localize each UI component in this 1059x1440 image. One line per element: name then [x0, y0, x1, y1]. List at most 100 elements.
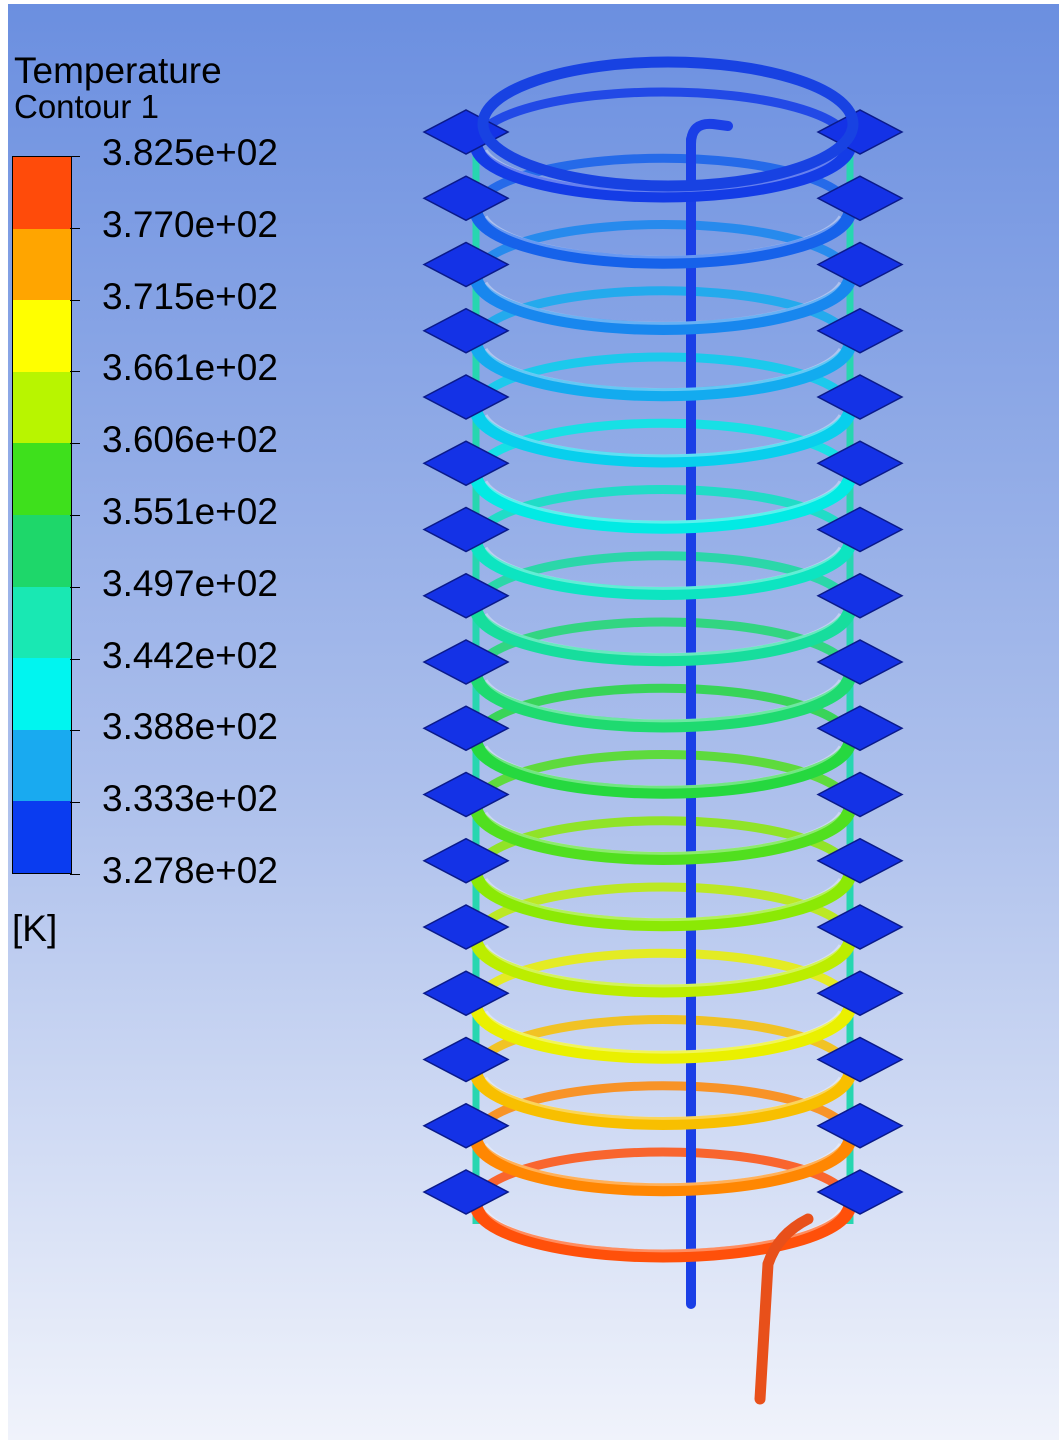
color-band — [13, 371, 71, 444]
left-fin — [422, 241, 510, 288]
legend-tick-label: 3.278e+02 — [102, 850, 278, 891]
legend-tick-label: 3.715e+02 — [102, 275, 278, 317]
central-tube-bend — [686, 118, 733, 149]
left-fin — [422, 175, 510, 222]
left-fin — [422, 639, 510, 685]
coil-highlight — [484, 1143, 842, 1187]
color-band — [13, 443, 71, 516]
coil-back-arc — [471, 683, 855, 745]
coil-front-arc — [469, 468, 857, 534]
color-band — [13, 157, 71, 230]
legend-title: Temperature — [14, 50, 222, 91]
color-band — [13, 801, 71, 874]
outlet-pipe — [754, 1213, 814, 1405]
coil-highlight — [484, 215, 842, 259]
coil-front-arc — [469, 932, 857, 998]
coil-front-arc — [469, 667, 857, 733]
color-band — [13, 515, 71, 588]
coil-back-arc — [471, 882, 855, 944]
legend-tick-label: 3.333e+02 — [102, 778, 278, 820]
coil-highlight — [484, 679, 842, 723]
right-fin — [816, 440, 904, 487]
coil-front-arc — [469, 1197, 857, 1263]
legend-tick-mark — [70, 802, 80, 804]
left-fin — [422, 1102, 510, 1149]
legend-tick-mark — [70, 586, 80, 588]
left-fin — [422, 837, 510, 884]
legend-tick-mark — [70, 371, 80, 373]
legend-tick-label: 3.551e+02 — [102, 491, 278, 532]
coil-highlight — [484, 745, 842, 789]
coil-front-arc — [469, 601, 857, 667]
left-fin — [422, 572, 510, 619]
legend-tick-mark — [70, 874, 80, 875]
coil-model-view — [422, 56, 904, 1405]
legend-tick-mark — [70, 156, 80, 157]
coil-highlight — [484, 281, 842, 325]
right-fin — [816, 506, 904, 553]
right-fin — [816, 639, 904, 685]
left-fin — [422, 705, 510, 752]
legend-tick-label: 3.770e+02 — [102, 203, 278, 245]
coil-front-arc — [469, 800, 857, 865]
right-fin — [816, 1169, 904, 1215]
coil-back-arc — [471, 153, 855, 215]
coil-front-arc — [469, 866, 857, 932]
legend-tick-mark — [70, 443, 80, 445]
legend-tick-label: 3.388e+02 — [102, 706, 278, 748]
coil-highlight — [484, 613, 842, 657]
coil-highlight — [484, 546, 842, 590]
legend-tick-mark — [70, 299, 80, 301]
left-fin — [422, 904, 510, 950]
coil-back-arc — [471, 485, 855, 546]
coil-back-arc — [471, 617, 855, 679]
legend-subtitle: Contour 1 — [14, 88, 159, 125]
coil-front-arc — [469, 203, 857, 269]
left-fin — [422, 1169, 510, 1215]
coil-back-arc — [471, 1147, 855, 1209]
coil-front-arc — [469, 1065, 857, 1130]
top-ring — [477, 56, 859, 192]
legend-tick-label: 3.606e+02 — [102, 419, 278, 461]
color-band — [13, 228, 71, 301]
left-fin — [422, 506, 510, 553]
coil-front-arc — [469, 336, 857, 402]
legend-tick-mark — [70, 515, 80, 516]
coil-highlight — [484, 348, 842, 392]
legend-tick-mark — [70, 658, 80, 660]
left-fin — [422, 374, 510, 420]
coil-front-arc — [469, 402, 857, 468]
right-fin — [816, 175, 904, 222]
legend-tick-label: 3.442e+02 — [102, 634, 278, 676]
left-fin — [422, 1036, 510, 1083]
coil-highlight — [484, 944, 842, 988]
coil-front-arc — [469, 270, 857, 335]
coil-back-arc — [471, 87, 855, 149]
right-fin — [816, 771, 904, 818]
right-fin — [816, 904, 904, 950]
coil-back-arc — [471, 286, 855, 348]
coil-back-arc — [471, 1081, 855, 1143]
coil-front-arc — [469, 733, 857, 799]
color-band — [13, 300, 71, 373]
right-fin — [816, 705, 904, 752]
coil-highlight — [484, 878, 842, 922]
left-fin — [422, 440, 510, 487]
legend-tick-label: 3.497e+02 — [102, 562, 278, 604]
coil-back-arc — [471, 551, 855, 613]
color-bar — [12, 156, 72, 874]
coil-back-arc — [471, 220, 855, 281]
coil-front-arc — [469, 1131, 857, 1197]
coil-back-arc — [471, 352, 855, 414]
right-fin — [816, 1102, 904, 1149]
coil-highlight — [484, 1076, 842, 1120]
coil-front-arc — [469, 535, 857, 600]
coil-highlight — [484, 1010, 842, 1054]
right-fin — [816, 970, 904, 1017]
coil-highlight — [484, 1209, 842, 1253]
coil-back-arc — [471, 816, 855, 878]
coil-front-arc — [469, 137, 857, 203]
right-fin — [816, 307, 904, 354]
right-fin — [816, 374, 904, 420]
